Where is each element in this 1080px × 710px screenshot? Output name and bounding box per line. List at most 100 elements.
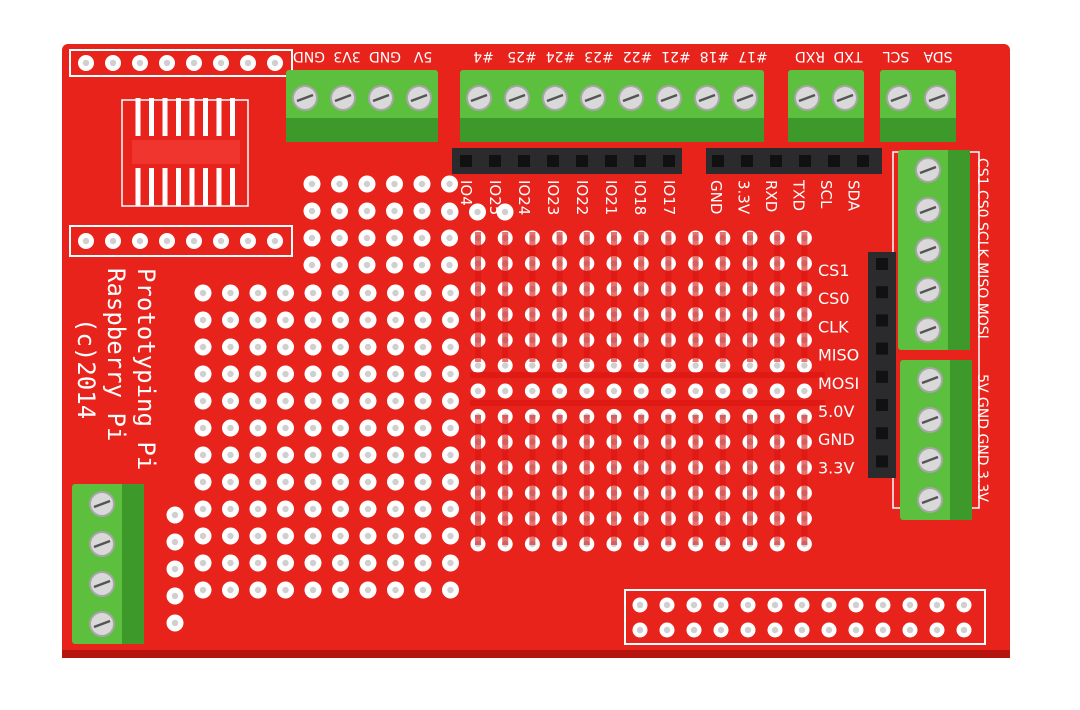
pad-hole	[960, 601, 968, 609]
label-io: IO4	[457, 180, 475, 206]
pad-hole	[801, 387, 808, 395]
socket	[576, 155, 588, 167]
pad-hole	[529, 387, 536, 395]
pad-hole	[227, 424, 234, 432]
socket	[489, 155, 501, 167]
pad-hole	[717, 626, 725, 634]
strip-lower	[583, 415, 590, 545]
soic-pad-bottom	[189, 168, 195, 206]
pad-hole	[364, 505, 372, 513]
strip-lower	[475, 415, 481, 545]
pad-hole	[392, 586, 399, 594]
pad-hole	[336, 261, 343, 269]
label-i2c: SCL	[883, 48, 910, 64]
label-gpio-group: #25	[507, 48, 537, 64]
soic-pad-top	[216, 98, 222, 136]
label-io: IO22	[573, 180, 591, 215]
pad-hole	[692, 362, 699, 369]
pad-hole	[199, 289, 207, 297]
title-line-2: Raspberry Pi	[102, 268, 130, 441]
terminal-base	[880, 118, 956, 142]
label-misc-group: RXD	[762, 180, 780, 212]
pcb-edge-shadow	[62, 650, 1010, 658]
pad-hole	[391, 261, 398, 269]
pad-hole	[446, 234, 453, 242]
pad-hole	[391, 234, 398, 242]
screw-slot	[928, 93, 946, 103]
pad-hole	[364, 586, 372, 594]
pad-hole	[309, 343, 317, 351]
label-gpio: #18	[700, 48, 730, 64]
screw-slot	[736, 93, 754, 103]
pad-hole	[447, 397, 454, 405]
label-gpio-group: #21	[661, 48, 691, 64]
pad-hole	[282, 424, 289, 432]
pad-hole	[906, 626, 914, 634]
pad-hole	[801, 362, 808, 369]
pad-hole	[82, 59, 90, 67]
pad-hole	[825, 626, 833, 634]
pad-hole	[879, 601, 887, 609]
pad-hole	[392, 370, 399, 378]
label-io: IO21	[602, 180, 620, 215]
pad-hole	[392, 316, 399, 324]
pad-hole	[744, 601, 752, 609]
pad-hole	[199, 397, 207, 405]
label-power: 3V3	[333, 48, 360, 64]
label-spi-terminal-group: CS1 CS0 SCLK MISO MOSI	[974, 158, 990, 339]
pad-hole	[282, 532, 289, 540]
label-io-group: IO24	[515, 180, 533, 215]
label-uart-group: TXD	[834, 48, 864, 64]
pad-hole	[364, 532, 372, 540]
pad-hole	[419, 505, 427, 513]
pad-hole	[364, 316, 372, 324]
pad-hole	[392, 289, 399, 297]
pad-hole	[665, 362, 672, 369]
pad-hole	[199, 343, 207, 351]
socket	[876, 342, 888, 355]
pad-hole	[852, 626, 860, 634]
pad-hole	[309, 559, 317, 567]
label-spi-terminal: CS1 CS0 SCLK MISO MOSI	[974, 158, 990, 339]
pad-hole	[719, 362, 726, 369]
female-header-spi	[868, 252, 896, 478]
strip-upper	[502, 232, 509, 362]
pad-hole	[171, 592, 179, 600]
pad-hole	[771, 601, 779, 609]
label-misc-group: 3.3V	[735, 180, 753, 215]
bus-rail-1	[470, 372, 825, 378]
title-line-1: Prototyping Pi	[132, 268, 160, 470]
pad-hole	[337, 451, 344, 459]
label-misc: SCL	[817, 180, 835, 209]
board-title-3: (c)2014	[72, 318, 100, 419]
pad-hole	[282, 289, 289, 297]
pad-hole	[933, 626, 941, 634]
label-io-group: IO25	[486, 180, 504, 215]
pad-hole	[474, 362, 482, 369]
pad-hole	[227, 505, 234, 513]
pad-hole	[825, 601, 833, 609]
pad-hole	[583, 362, 590, 369]
pad-hole	[171, 538, 179, 546]
pad-hole	[254, 370, 262, 378]
label-uart: RXD	[795, 48, 825, 64]
label-io: IO25	[486, 180, 504, 215]
pad-hole	[692, 387, 699, 395]
pad-hole	[474, 387, 482, 395]
pad-hole	[529, 362, 536, 369]
pad-hole	[308, 180, 316, 188]
label-gpio-group: #4	[473, 48, 494, 64]
pad-hole	[879, 626, 887, 634]
screw-slot	[919, 165, 937, 175]
pad-hole	[337, 424, 344, 432]
label-spi-header: MISO	[818, 346, 859, 365]
pad-hole	[337, 343, 344, 351]
socket	[518, 155, 530, 167]
socket	[876, 427, 888, 440]
board-title-2: Raspberry Pi	[102, 268, 130, 441]
pad-hole	[418, 234, 426, 242]
strip-lower	[638, 415, 645, 545]
pad-hole	[163, 237, 171, 245]
pad-hole	[199, 370, 207, 378]
